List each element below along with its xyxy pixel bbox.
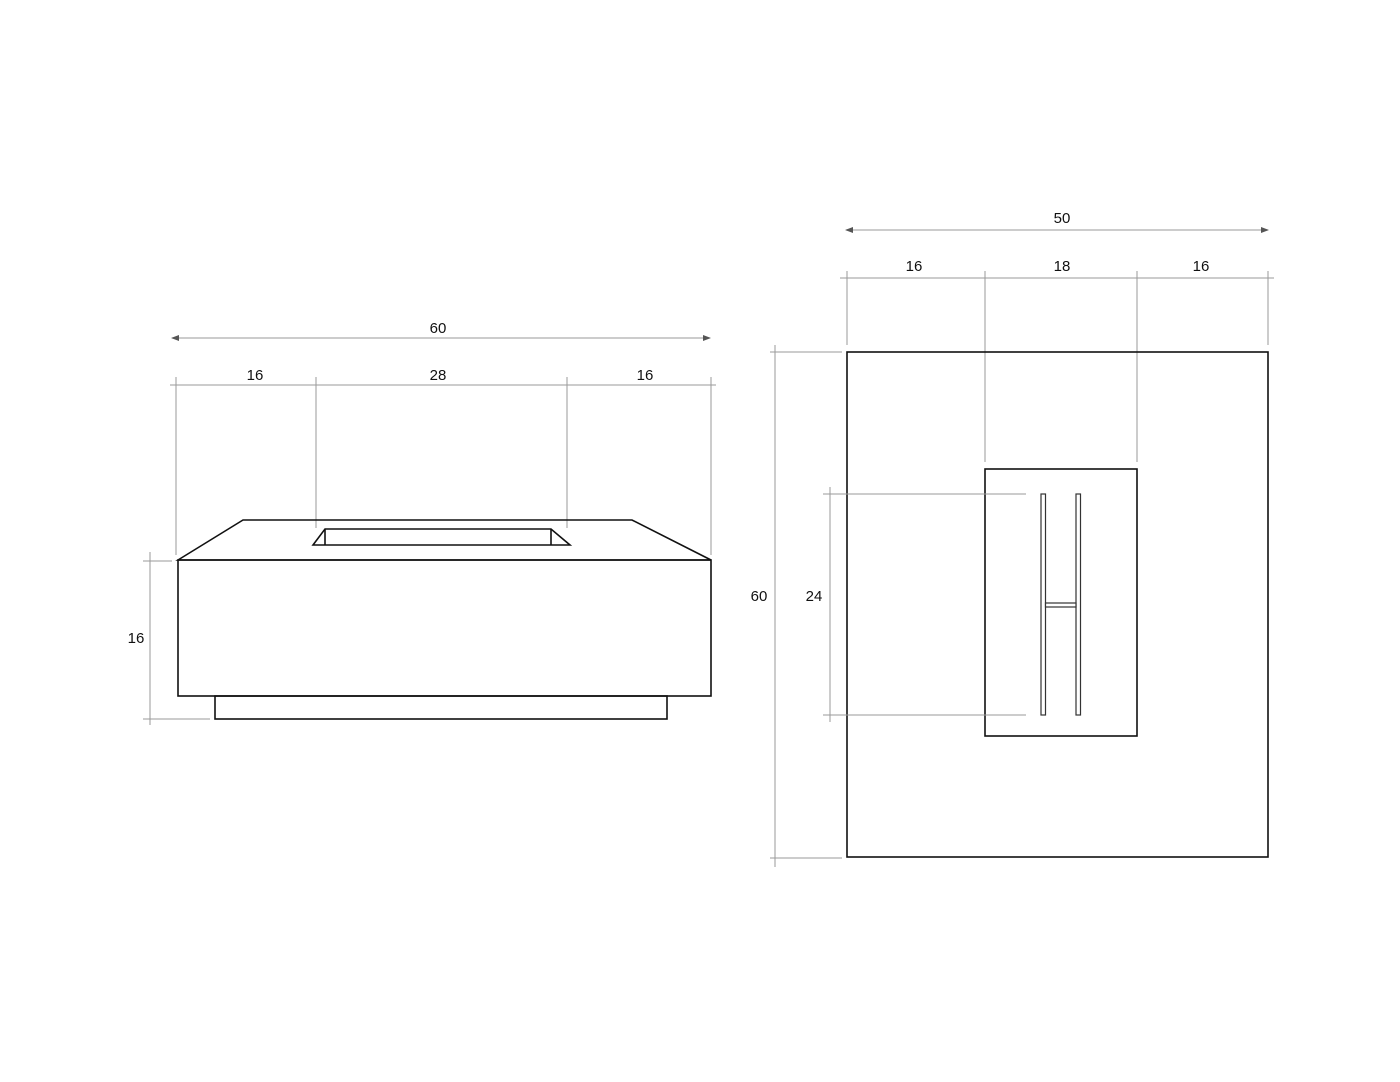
- burner-opening: [311, 528, 573, 546]
- tabletop-chamfer: [175, 519, 712, 561]
- front-segment-middle-label: 28: [430, 367, 447, 384]
- top-overall-width-label: 50: [1054, 210, 1071, 227]
- burner-tube-left: [1040, 493, 1047, 716]
- burner-length-label: 24: [806, 588, 823, 605]
- h-burner: [1040, 493, 1082, 716]
- tabletop-outline: [846, 351, 1269, 858]
- fire-table-plinth: [214, 695, 668, 720]
- fire-table-body: [177, 559, 712, 697]
- top-view: 50 16 18 16 60 24: [751, 210, 1274, 867]
- burner-tube-right: [1075, 493, 1082, 716]
- top-depth-label: 60: [751, 588, 768, 605]
- top-segment-left-label: 16: [906, 258, 923, 275]
- front-view: 60 16 28 16 16: [128, 320, 716, 725]
- front-height-label: 16: [128, 630, 145, 647]
- front-segment-left-label: 16: [247, 367, 264, 384]
- top-segment-middle-label: 18: [1054, 258, 1071, 275]
- burner-pan: [984, 468, 1138, 737]
- top-segment-right-label: 16: [1193, 258, 1210, 275]
- front-segment-right-label: 16: [637, 367, 654, 384]
- front-overall-width-label: 60: [430, 320, 447, 337]
- burner-crossbar: [1044, 602, 1077, 608]
